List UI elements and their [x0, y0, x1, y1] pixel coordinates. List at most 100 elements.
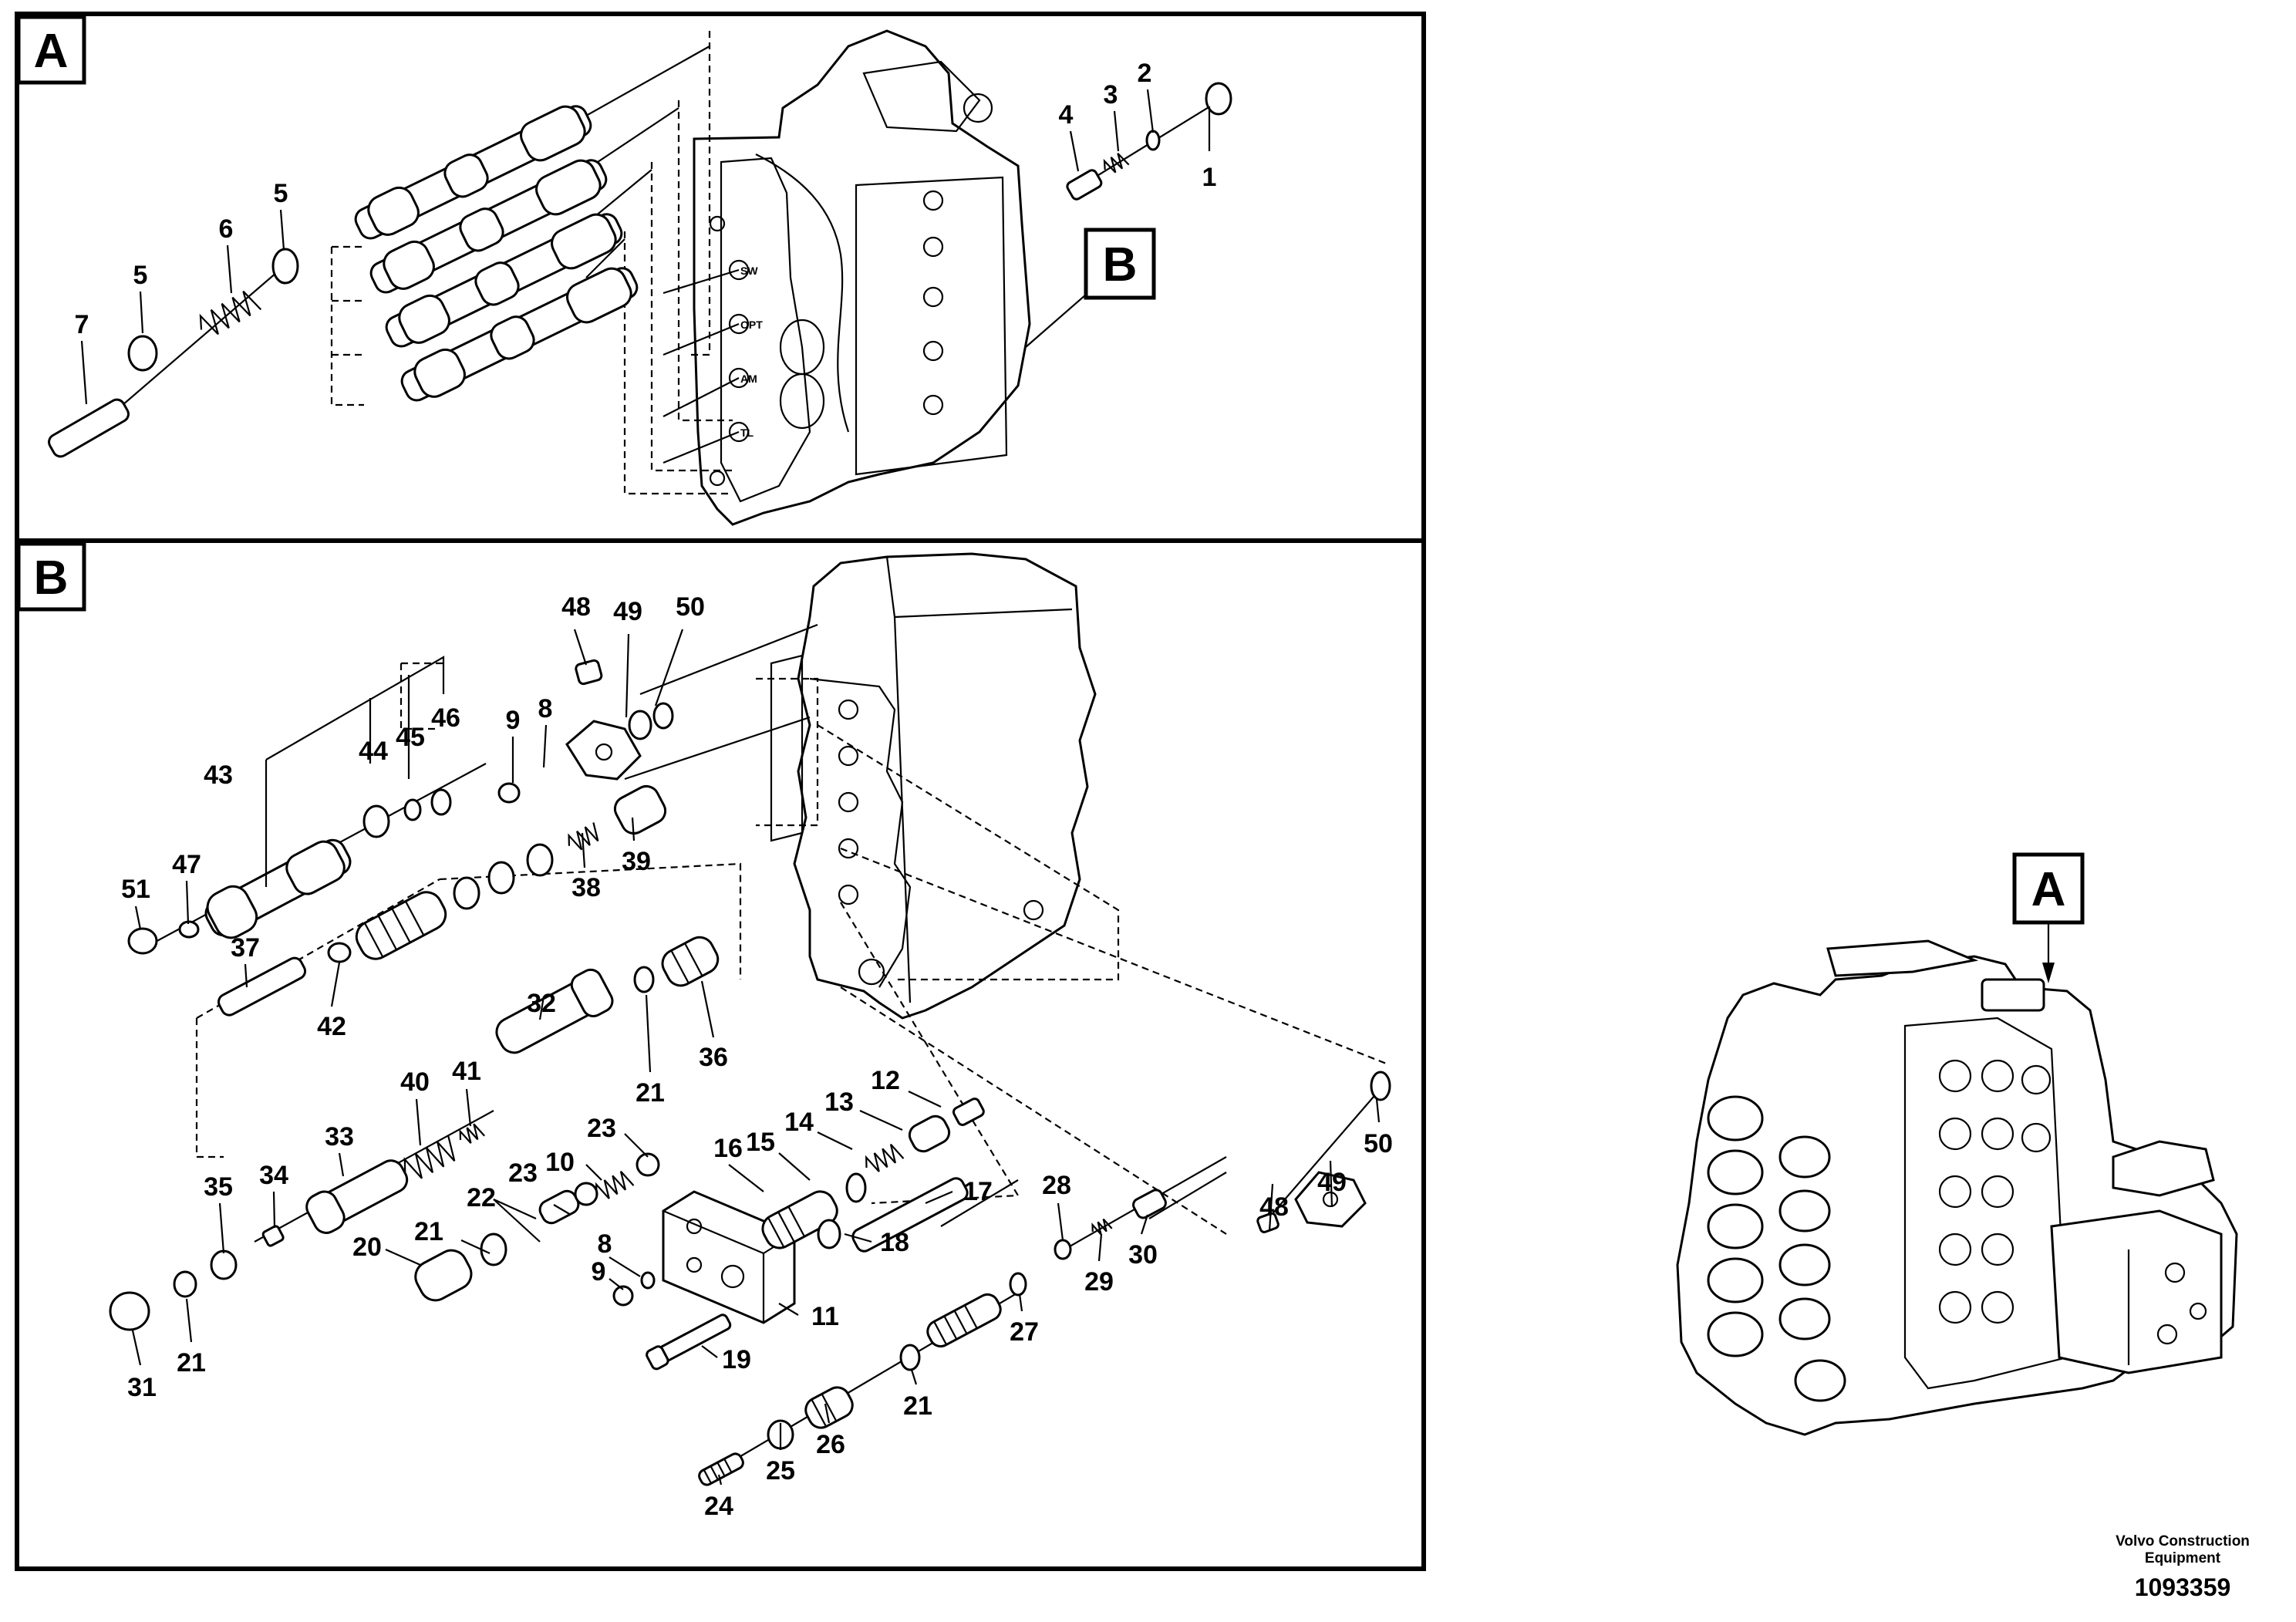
svg-text:21: 21 — [903, 1391, 932, 1421]
svg-text:5: 5 — [133, 261, 148, 290]
callouts-b: 48 49 50 9 8 43 44 — [121, 592, 1393, 1521]
svg-text:25: 25 — [766, 1456, 795, 1485]
callout-b-20: 20 — [352, 1233, 421, 1266]
svg-text:A: A — [34, 25, 69, 78]
callout-b-27: 27 — [1010, 1293, 1039, 1347]
document-number: 1093359 — [2134, 1573, 2231, 1601]
svg-text:35: 35 — [204, 1172, 233, 1202]
parts-a — [48, 82, 1232, 458]
callout-b-17: 17 — [925, 1177, 993, 1206]
port-label-tl: TL — [740, 427, 754, 439]
svg-text:46: 46 — [431, 703, 460, 733]
parts-b — [109, 659, 1391, 1486]
svg-text:39: 39 — [622, 847, 651, 876]
svg-text:48: 48 — [1259, 1192, 1289, 1222]
svg-text:45: 45 — [396, 723, 425, 752]
flange-upper — [565, 720, 642, 781]
ref-b-box: B — [1025, 228, 1156, 348]
svg-text:5: 5 — [274, 179, 288, 208]
callout-b-30: 30 — [1128, 1214, 1158, 1270]
svg-text:27: 27 — [1010, 1317, 1039, 1347]
callout-b-35: 35 — [204, 1172, 233, 1254]
callout-a-5-top: 5 — [274, 179, 288, 251]
svg-text:51: 51 — [121, 875, 150, 904]
callout-a-5: 5 — [133, 261, 148, 334]
svg-text:49: 49 — [1317, 1168, 1347, 1197]
svg-text:17: 17 — [963, 1177, 993, 1206]
callout-b-50-top: 50 — [654, 592, 705, 706]
svg-text:26: 26 — [816, 1430, 845, 1459]
svg-text:8: 8 — [598, 1229, 612, 1259]
svg-text:1: 1 — [1202, 163, 1217, 192]
callout-b-38: 38 — [571, 832, 601, 902]
svg-text:7: 7 — [75, 310, 89, 339]
callout-b-21-b: 21 — [414, 1217, 491, 1254]
port-label-am: AM — [740, 373, 757, 385]
callout-b-21-a: 21 — [636, 994, 665, 1108]
port-label-opt: OPT — [740, 319, 763, 331]
svg-text:21: 21 — [636, 1078, 665, 1108]
callout-b-39: 39 — [622, 817, 651, 876]
svg-text:21: 21 — [414, 1217, 443, 1246]
svg-text:6: 6 — [219, 214, 234, 244]
callout-b-23-a: 23 — [587, 1114, 649, 1158]
panel-b-tag: B — [16, 541, 86, 612]
svg-text:36: 36 — [699, 1043, 728, 1072]
svg-text:23: 23 — [508, 1158, 538, 1188]
assembly-lines-a — [330, 31, 740, 495]
callout-a-2: 2 — [1138, 59, 1155, 133]
callout-b-16: 16 — [713, 1134, 764, 1192]
svg-text:13: 13 — [824, 1088, 854, 1117]
brand-line-2: Equipment — [2144, 1550, 2221, 1566]
callout-b-13: 13 — [824, 1088, 903, 1131]
callout-b-25: 25 — [766, 1423, 795, 1485]
callout-b-36: 36 — [699, 980, 728, 1072]
callout-b-26: 26 — [816, 1403, 845, 1459]
svg-text:3: 3 — [1104, 80, 1118, 110]
svg-text:20: 20 — [352, 1233, 382, 1262]
svg-text:A: A — [2031, 863, 2066, 916]
callout-b-51: 51 — [121, 875, 150, 930]
callout-b-15: 15 — [746, 1128, 811, 1181]
panel-a: A SW OPT AM TL — [15, 12, 1426, 543]
callout-b-23-b: 23 — [508, 1158, 571, 1216]
callout-b-46: 46 — [431, 703, 460, 733]
brand-line-1: Volvo Construction — [2116, 1533, 2250, 1549]
callout-b-24: 24 — [704, 1474, 733, 1521]
overview-tag: A — [2012, 852, 2085, 983]
callout-b-42: 42 — [317, 962, 346, 1041]
svg-text:24: 24 — [704, 1492, 733, 1521]
callout-b-21-d: 21 — [903, 1369, 932, 1421]
svg-text:38: 38 — [571, 873, 601, 902]
svg-text:34: 34 — [259, 1161, 288, 1190]
callout-b-29: 29 — [1084, 1233, 1114, 1297]
svg-text:29: 29 — [1084, 1267, 1114, 1297]
svg-text:30: 30 — [1128, 1240, 1158, 1270]
callout-b-14: 14 — [784, 1108, 853, 1150]
callout-b-49-top: 49 — [613, 597, 642, 718]
overview-spool-caps — [1707, 1095, 1846, 1402]
callout-b-37: 37 — [231, 933, 260, 988]
brand-name: Volvo Construction Equipment — [2082, 1533, 2283, 1567]
panel-b: B — [15, 538, 1426, 1571]
callout-b-44: 44 — [359, 737, 388, 766]
callout-b-48-top: 48 — [561, 592, 591, 666]
svg-text:47: 47 — [172, 850, 201, 879]
callout-b-41: 41 — [452, 1057, 481, 1127]
callout-b-43: 43 — [204, 656, 445, 887]
svg-text:50: 50 — [1364, 1129, 1393, 1158]
callout-b-18: 18 — [844, 1228, 909, 1257]
callout-b-49-bottom: 49 — [1317, 1160, 1347, 1208]
callout-b-9-bottom: 9 — [592, 1257, 624, 1290]
svg-text:21: 21 — [177, 1348, 206, 1378]
callout-b-22: 22 — [467, 1183, 541, 1243]
callout-b-32: 32 — [527, 989, 556, 1020]
valve-body-b — [770, 552, 1097, 1020]
svg-text:9: 9 — [592, 1257, 606, 1286]
callout-b-31: 31 — [127, 1330, 157, 1402]
svg-text:22: 22 — [467, 1183, 496, 1212]
callouts-a: 1 2 3 4 5 5 6 — [75, 59, 1217, 405]
overview-valve: A — [1676, 852, 2238, 1436]
callout-b-28: 28 — [1042, 1171, 1071, 1241]
svg-text:9: 9 — [506, 706, 521, 735]
